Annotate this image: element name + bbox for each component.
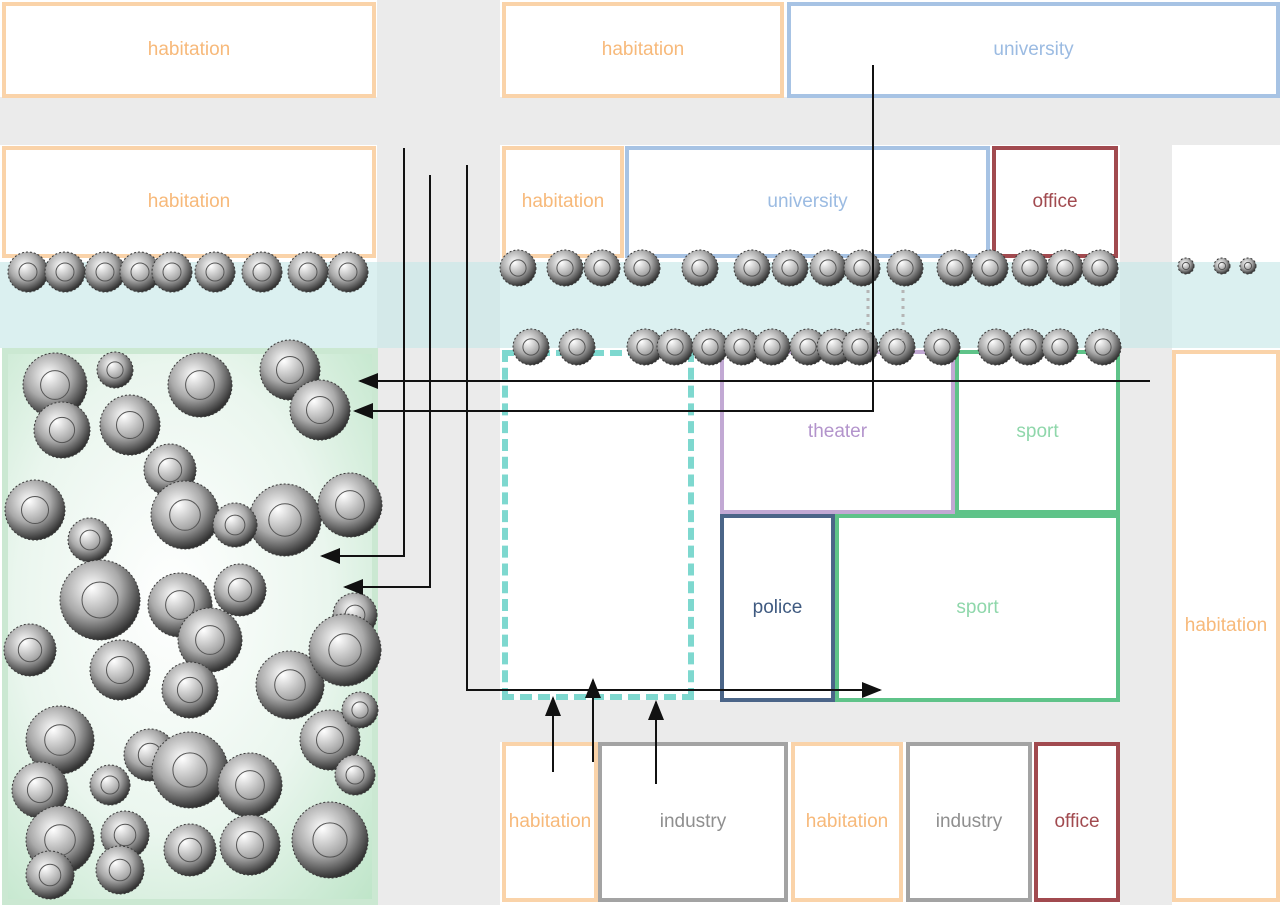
police-block: police [720, 514, 835, 702]
tree-icon [177, 607, 243, 673]
tree-icon [11, 761, 69, 819]
tree-icon [771, 249, 809, 287]
tree-icon [878, 328, 916, 366]
arrow-icon [343, 175, 431, 595]
plaza-dashed-area [502, 350, 694, 700]
tree-icon [89, 639, 151, 701]
tree-icon [213, 563, 267, 617]
tree-icon [25, 850, 75, 900]
tree-icon [212, 502, 258, 548]
office-block-row2: office [992, 146, 1118, 258]
tree-icon [96, 351, 134, 389]
tree-icon [1041, 328, 1079, 366]
arrow-icon [320, 148, 405, 564]
road-horizontal-bottom [500, 700, 1120, 742]
tree-icon [89, 764, 131, 806]
habitation-block-top-left: habitation [2, 2, 376, 98]
tree-icon [843, 249, 881, 287]
tree-icon [691, 328, 729, 366]
arrow-icon [353, 65, 874, 419]
tree-icon [4, 479, 66, 541]
tree-icon [723, 328, 761, 366]
tree-icon [255, 650, 325, 720]
tree-icon [67, 517, 113, 563]
arrow-icon [466, 165, 882, 698]
tree-icon [753, 328, 791, 366]
tree-icon [1046, 249, 1084, 287]
tree-icon [287, 251, 329, 293]
tree-icon [656, 328, 694, 366]
tree-icon [151, 251, 193, 293]
tree-icon [1011, 249, 1049, 287]
tree-icon [327, 251, 369, 293]
habitation-block-bottom-2: habitation [791, 742, 903, 902]
tree-icon [558, 328, 596, 366]
tree-icon [163, 823, 217, 877]
university-block-top: university [787, 2, 1280, 98]
habitation-block-row2-left: habitation [2, 146, 376, 258]
tree-icon [334, 754, 376, 796]
tree-icon [289, 379, 351, 441]
tree-icon [546, 249, 584, 287]
tree-icon [291, 801, 369, 879]
habitation-block-top-center: habitation [502, 2, 784, 98]
tree-icon [977, 328, 1015, 366]
tree-icon [923, 328, 961, 366]
tree-icon [248, 483, 322, 557]
office-block-bottom: office [1034, 742, 1120, 902]
tree-icon [809, 249, 847, 287]
tree-icon [317, 472, 383, 538]
tree-icon [3, 623, 57, 677]
tree-icon [44, 251, 86, 293]
tree-icon [1213, 257, 1231, 275]
tree-icon [194, 251, 236, 293]
industry-block-bottom-2: industry [906, 742, 1032, 902]
road-horizontal-top [0, 97, 1280, 145]
tree-icon [499, 249, 537, 287]
sport-block-upper: sport [955, 350, 1120, 514]
tree-icon [623, 249, 661, 287]
tree-icon [95, 845, 145, 895]
tree-icon [33, 401, 91, 459]
tree-icon [59, 559, 141, 641]
tree-icon [22, 352, 88, 418]
tree-icon [150, 480, 220, 550]
sport-block-lower: sport [835, 514, 1120, 702]
tree-icon [241, 251, 283, 293]
tree-icon [886, 249, 924, 287]
university-block-row2: university [625, 146, 990, 258]
tree-icon [161, 661, 219, 719]
tree-icon [341, 691, 379, 729]
tree-icon [512, 328, 550, 366]
habitation-block-row2: habitation [502, 146, 624, 258]
tree-icon [299, 709, 361, 771]
tree-icon [733, 249, 771, 287]
tree-icon [84, 251, 126, 293]
tree-icon [151, 731, 229, 809]
tree-icon [971, 249, 1009, 287]
tree-icon [583, 249, 621, 287]
industry-block-bottom-1: industry [598, 742, 788, 902]
road-vertical-left [377, 0, 500, 905]
tree-icon [99, 394, 161, 456]
tree-icon [1081, 249, 1119, 287]
tree-icon [217, 752, 283, 818]
tree-icon [936, 249, 974, 287]
tree-icon [7, 251, 49, 293]
tree-icon [1084, 328, 1122, 366]
tree-icon [308, 613, 382, 687]
tree-icon [789, 328, 827, 366]
tree-icon [1239, 257, 1257, 275]
tree-icon [1177, 257, 1195, 275]
habitation-block-bottom-1: habitation [502, 742, 598, 902]
habitation-block-right: habitation [1172, 350, 1280, 902]
tree-icon [681, 249, 719, 287]
tree-icon [219, 814, 281, 876]
tree-icon [1009, 328, 1047, 366]
tree-icon [167, 352, 233, 418]
